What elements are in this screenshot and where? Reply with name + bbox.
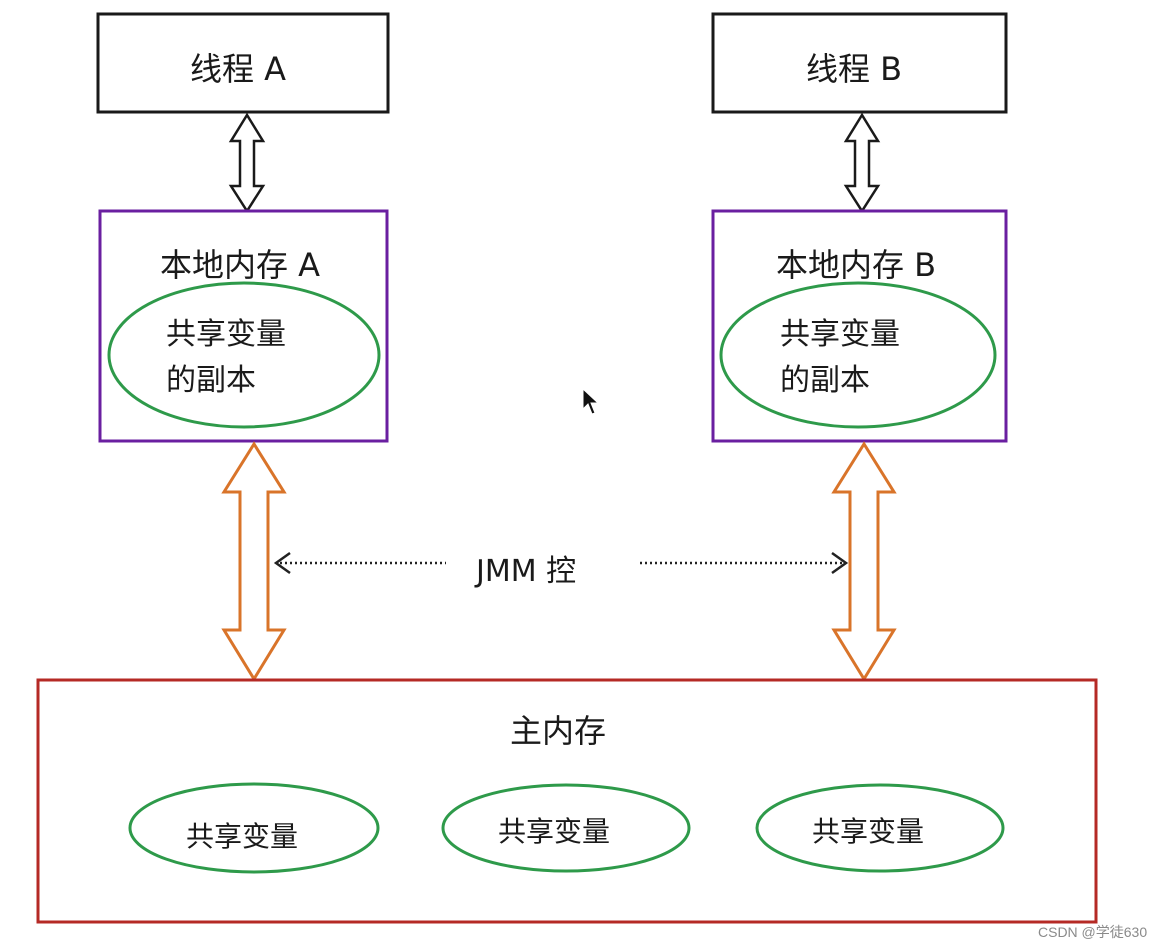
thread-a-box — [96, 12, 390, 114]
local-a-copy-line2: 的副本 — [166, 363, 256, 398]
local-a-copy-line1: 共享变量 — [166, 317, 286, 352]
local-memory-b-box — [711, 209, 1008, 443]
local-b-copy-line2: 的副本 — [780, 363, 870, 398]
jmm-right-arrowhead — [831, 551, 849, 575]
thread-a-title: 线程 A — [190, 50, 287, 88]
local-b-copy-line1: 共享变量 — [780, 317, 900, 352]
local-a-copy-text: 共享变量 的副本 — [166, 312, 286, 404]
jmm-left-arrowhead — [273, 551, 291, 575]
main-memory-box — [36, 678, 1098, 924]
watermark-text: CSDN @学徒630 — [1038, 924, 1148, 940]
mouse-cursor-icon — [582, 387, 600, 415]
local-a-copy-ellipse — [107, 281, 381, 429]
thread-b-title: 线程 B — [806, 50, 903, 88]
main-shared-var-1: 共享变量 — [186, 820, 299, 853]
thread-a-local-arrow — [228, 112, 266, 214]
main-shared-var-ellipse-3 — [755, 783, 1005, 873]
thread-b-local-arrow — [843, 112, 881, 214]
main-shared-var-2: 共享变量 — [498, 815, 611, 848]
local-a-main-arrow — [221, 441, 287, 682]
local-memory-a-box — [98, 209, 389, 443]
main-shared-var-3: 共享变量 — [812, 815, 925, 848]
jmm-label: JMM 控 — [476, 554, 577, 589]
main-memory-title: 主内存 — [510, 712, 607, 750]
local-memory-a-title: 本地内存 A — [160, 246, 321, 284]
local-b-copy-ellipse — [719, 281, 997, 429]
main-shared-var-ellipse-1 — [128, 782, 380, 874]
local-b-copy-text: 共享变量 的副本 — [780, 312, 900, 404]
thread-b-box — [711, 12, 1008, 114]
main-shared-var-ellipse-2 — [441, 783, 691, 873]
local-memory-b-title: 本地内存 B — [776, 246, 937, 284]
